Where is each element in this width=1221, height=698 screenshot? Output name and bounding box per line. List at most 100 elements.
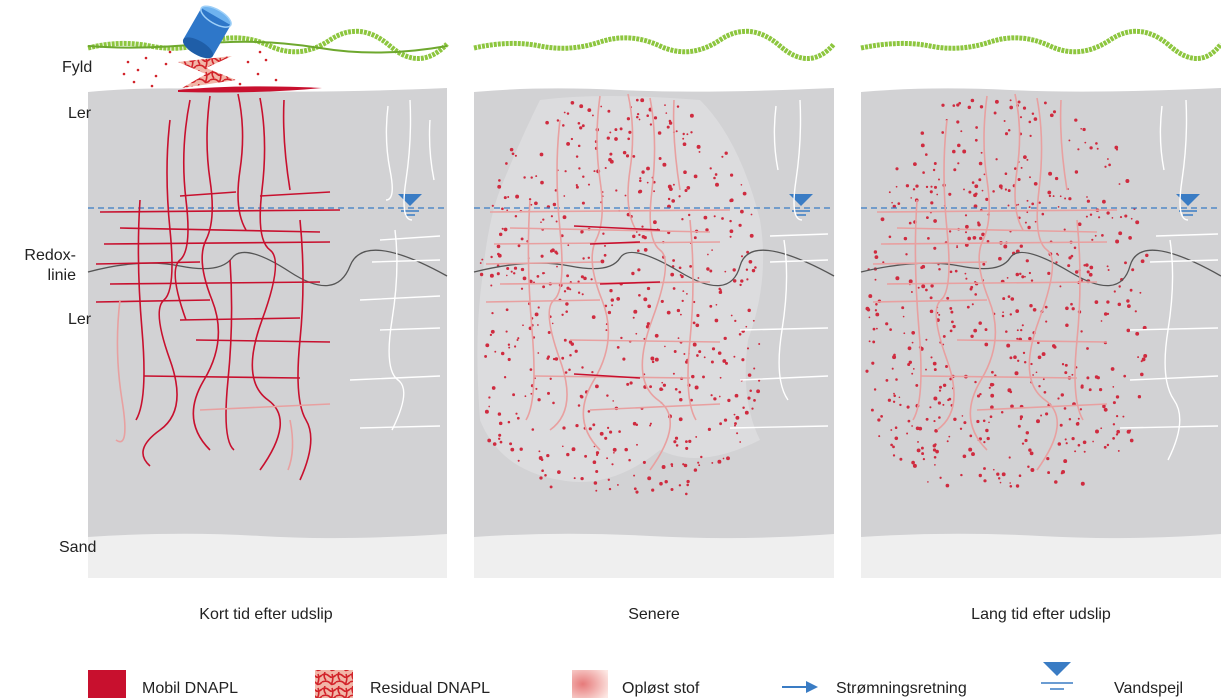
dissolved-dot: [949, 329, 953, 333]
dissolved-dot: [1085, 215, 1088, 218]
dissolved-dot: [887, 398, 892, 402]
legend-water-table-label: Vandspejl: [1114, 680, 1184, 697]
dissolved-dot: [683, 463, 688, 468]
dissolved-dot: [920, 131, 925, 135]
white-fractures: [349, 99, 441, 431]
dissolved-dot: [910, 197, 913, 199]
dissolved-dot: [710, 360, 714, 364]
dissolved-dot: [612, 447, 617, 452]
dissolved-dot: [1127, 304, 1131, 308]
dissolved-dot: [501, 227, 504, 230]
dissolved-dot: [481, 258, 484, 261]
dissolved-dot: [565, 302, 569, 306]
dissolved-dot: [711, 249, 713, 251]
dissolved-dot: [581, 366, 584, 369]
dissolved-dot: [487, 438, 492, 443]
dissolved-dot: [517, 244, 521, 248]
dissolved-dot: [746, 278, 749, 281]
dissolved-dot: [1036, 419, 1040, 424]
dissolved-dot: [632, 421, 637, 426]
dissolved-dot: [1110, 367, 1115, 371]
legend-residual: Residual DNAPL: [370, 676, 490, 698]
dissolved-dot: [646, 166, 650, 171]
dissolved-dot: [933, 162, 937, 165]
dissolved-dot: [1018, 474, 1022, 477]
dissolved-dot: [607, 478, 610, 481]
dissolved-dot: [1041, 352, 1046, 357]
dissolved-dot: [758, 343, 761, 345]
dissolved-dot: [947, 398, 950, 402]
dissolved-dot: [973, 328, 978, 333]
dissolved-dot: [740, 279, 744, 283]
dissolved-dot: [890, 443, 893, 447]
dissolved-dot: [1009, 105, 1014, 110]
dissolved-dot: [948, 435, 951, 438]
dissolved-dot: [732, 268, 736, 272]
dissolved-dot: [1076, 421, 1080, 425]
dissolved-dot: [1099, 388, 1103, 392]
dissolved-dot: [696, 313, 700, 318]
dissolved-dot: [1086, 199, 1091, 203]
dissolved-dot: [1019, 415, 1024, 419]
redox-line: [87, 249, 448, 287]
dissolved-dot: [930, 201, 934, 205]
dissolved-dot: [512, 393, 516, 397]
dissolved-dot: [958, 101, 962, 105]
dissolved-dot: [922, 171, 925, 174]
dissolved-dot: [1007, 204, 1010, 207]
dissolved-dot: [578, 167, 581, 170]
dissolved-dot: [484, 354, 488, 358]
dissolved-dot: [1008, 456, 1011, 459]
dissolved-dot: [1022, 106, 1027, 110]
dissolved-dot: [638, 293, 641, 297]
dissolved-dot: [537, 352, 540, 354]
dissolved-dot: [610, 298, 615, 302]
dissolved-dot: [1031, 202, 1035, 206]
dissolved-dot: [537, 306, 540, 309]
dissolved-dot: [1082, 127, 1086, 132]
dissolved-dot: [707, 253, 709, 256]
dissolved-dot: [874, 255, 879, 259]
dissolved-dot: [1074, 270, 1079, 274]
water-table-icon: [1041, 662, 1073, 690]
dissolved-dot: [990, 393, 995, 398]
dissolved-dot: [1019, 272, 1022, 276]
dissolved-dot: [885, 379, 889, 382]
dissolved-dot: [612, 400, 615, 402]
dissolved-dot: [1071, 373, 1074, 376]
dissolved-dot: [939, 476, 942, 479]
dissolved-dot: [1071, 436, 1075, 441]
dissolved-dot: [942, 403, 945, 406]
dissolved-dot: [719, 422, 722, 426]
dissolved-dot: [873, 388, 877, 391]
dissolved-dot: [676, 105, 680, 108]
dissolved-dot: [890, 429, 893, 431]
dissolved-dot: [1020, 166, 1023, 169]
dissolved-dot: [907, 419, 911, 423]
dissolved-dot: [946, 440, 949, 443]
dissolved-dot: [906, 432, 909, 435]
dissolved-dot: [929, 190, 933, 194]
dissolved-dot: [642, 460, 646, 464]
dissolved-dot: [678, 195, 681, 198]
dissolved-dot: [700, 455, 703, 459]
dissolved-dot: [1000, 411, 1004, 414]
dissolved-dot: [619, 127, 623, 131]
dissolved-dot: [687, 213, 691, 217]
dissolved-dot: [877, 418, 881, 422]
dissolved-dot: [713, 176, 716, 180]
dissolved-dot: [1009, 356, 1013, 360]
dissolved-dot: [649, 123, 653, 126]
dissolved-dot: [1027, 465, 1030, 469]
dissolved-dot: [1047, 271, 1051, 276]
dissolved-dot: [1023, 155, 1027, 159]
dissolved-dot: [974, 138, 978, 142]
dissolved-dot: [688, 439, 692, 443]
dissolved-dot: [1009, 484, 1013, 488]
dissolved-dot: [645, 325, 650, 329]
dissolved-dot: [603, 244, 607, 247]
dissolved-dot: [592, 423, 596, 427]
dissolved-dot: [667, 184, 672, 189]
dissolved-dot: [1030, 468, 1035, 472]
dissolved-dot: [516, 416, 520, 420]
